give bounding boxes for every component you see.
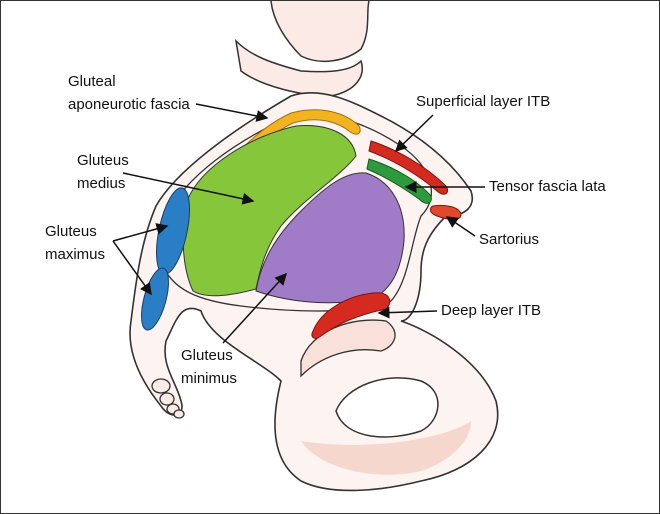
label-line: Gluteus [77,152,129,169]
arrow-gluteus-minimus [222,272,288,344]
bone-shading [301,421,471,475]
arrow-sartorius [445,216,476,237]
arrow-gluteus-maximus-lower [112,240,152,296]
gluteus-maximus-lower-shape [141,267,169,331]
arrow-gluteus-maximus-upper [112,223,169,242]
coccyx [151,378,185,419]
label-line: Gluteus [181,347,233,364]
label-line: aponeurotic fascia [68,96,190,113]
label-line: minimus [181,370,237,387]
label-superficial-layer-itb: Superficial layer ITB [416,93,551,110]
label-gluteus-minimus: Gluteus minimus [181,344,237,390]
label-sartorius: Sartorius [479,231,540,248]
obturator-foramen [335,377,439,438]
arrow-superficial-itb [394,114,434,153]
label-line: maximus [45,246,106,263]
label-line: medius [77,175,126,192]
label-deep-layer-itb: Deep layer ITB [441,302,542,319]
label-gluteus-maximus: Gluteus maximus [45,220,105,266]
superficial-layer-itb-shape [368,140,449,195]
arrow-fascia [195,103,269,122]
label-gluteal-aponeurotic-fascia: Gluteal aponeurotic fascia [68,70,190,116]
arrow-gluteus-medius [122,172,255,205]
label-line: Gluteus [45,223,97,240]
label-line: Gluteal [68,73,116,90]
vertebra [270,1,370,63]
vertebra-lower [234,38,363,97]
gluteus-medius-shape [182,125,357,297]
label-tensor-fascia-lata: Tensor fascia lata [489,178,606,195]
arrow-deep-itb [377,306,438,319]
label-gluteus-medius: Gluteus medius [77,149,129,195]
